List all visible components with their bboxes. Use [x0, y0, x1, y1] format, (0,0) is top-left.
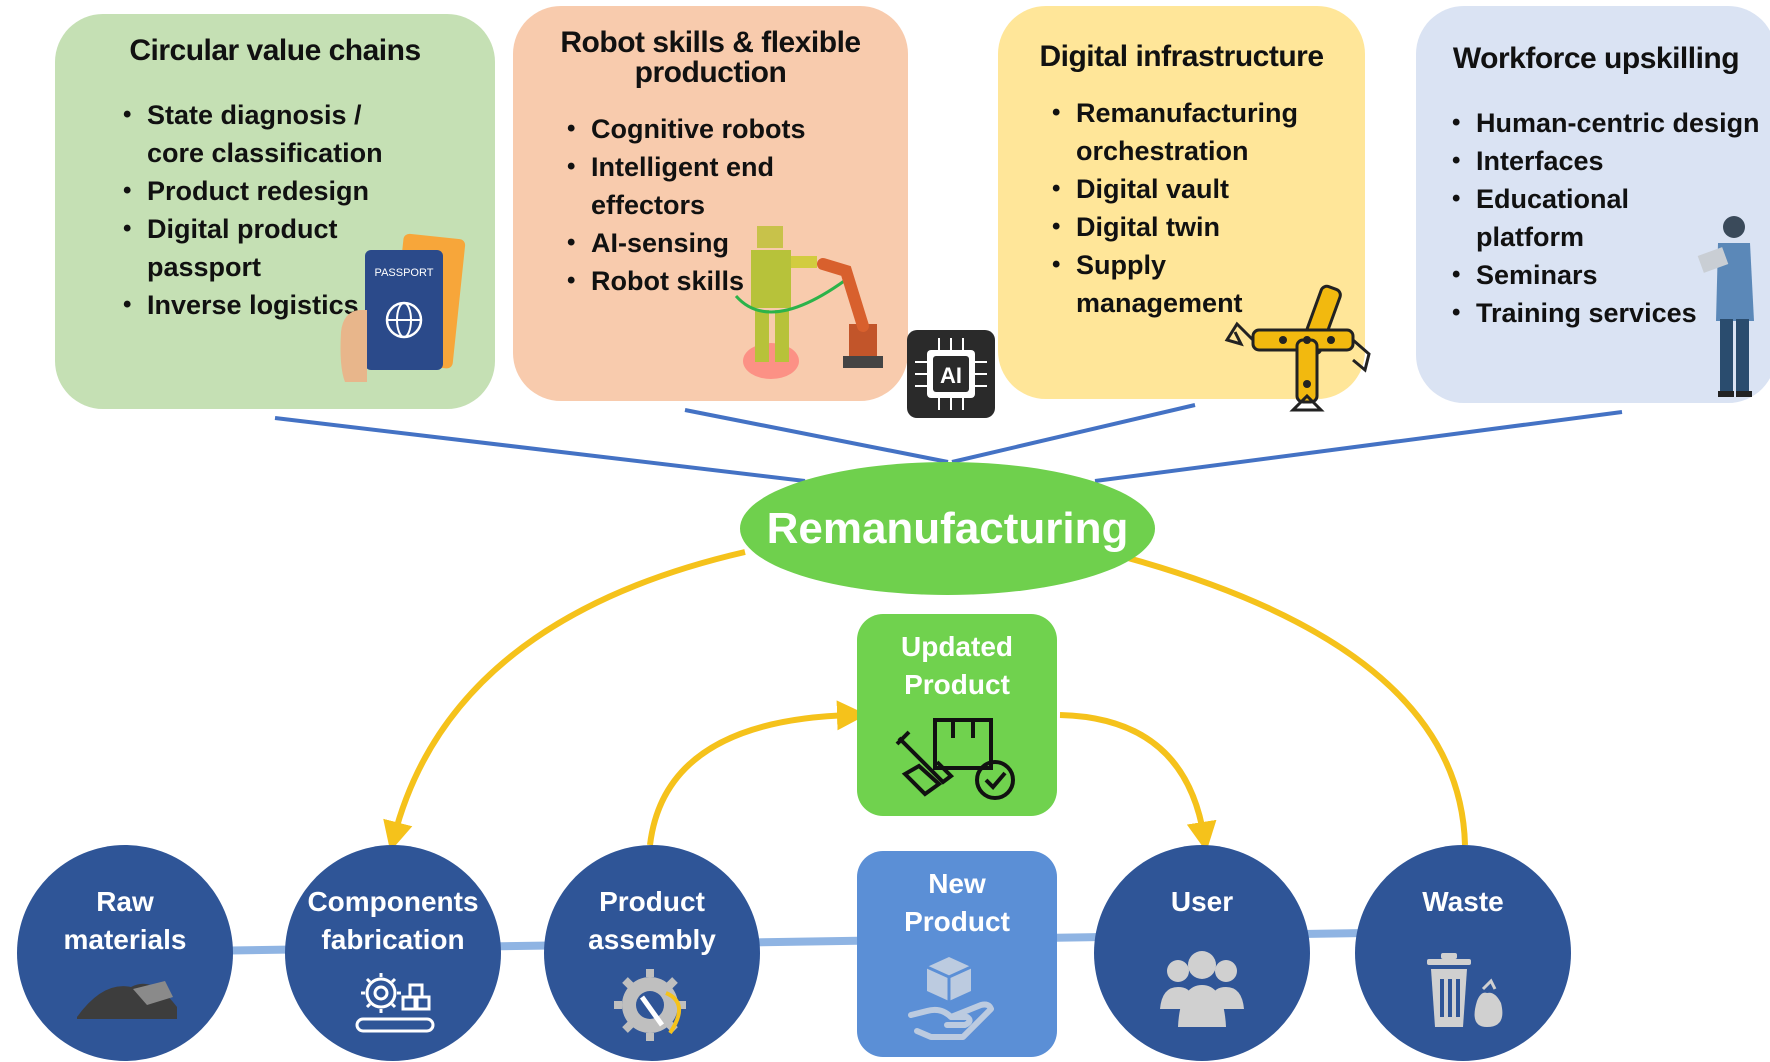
list-item-continuation: orchestration: [1076, 136, 1249, 166]
node-label-line1: Components: [307, 886, 479, 917]
connector-line-workforce: [1094, 410, 1623, 483]
card-list: Cognitive robots Intelligent end effecto…: [539, 110, 882, 300]
node-label-line1: Waste: [1422, 886, 1504, 917]
list-item: Training services: [1450, 294, 1750, 332]
node-label-line2: assembly: [588, 924, 716, 955]
connector-line-robot: [684, 408, 949, 464]
material-pile-icon: [73, 967, 183, 1037]
lifecycle-raw-materials: Raw materials: [17, 845, 233, 1061]
passport-label: PASSPORT: [375, 267, 434, 279]
remanufacturing-node: Remanufacturing: [740, 462, 1155, 595]
list-item: Digital vault: [1050, 170, 1339, 208]
updated-product-node: Updated Product: [857, 614, 1057, 816]
node-label-line1: User: [1170, 886, 1234, 917]
card-list: Remanufacturing orchestration Digital va…: [1024, 94, 1339, 322]
connector-line-circular: [274, 416, 806, 483]
node-label-line1: Product: [599, 886, 705, 917]
list-item: Inverse logistics: [121, 286, 469, 324]
hand-package-icon: [907, 951, 1007, 1053]
lifecycle-product-assembly: Product assembly: [544, 845, 760, 1061]
card-title-line2: production: [634, 56, 787, 89]
new-product-line2: Product: [904, 906, 1010, 937]
connector-line-digital: [951, 403, 1196, 464]
remanufacturing-label: Remanufacturing: [766, 503, 1129, 553]
gear-tools-icon: [610, 963, 694, 1057]
arrow-waste-to-reman: [1127, 555, 1468, 846]
lifecycle-components-fabrication: Components fabrication: [285, 845, 501, 1061]
card-title-line1: Robot skills & flexible: [560, 26, 861, 59]
node-label-line1: Raw: [96, 886, 154, 917]
card-circular-value-chains: Circular value chains State diagnosis / …: [55, 14, 495, 409]
card-workforce-upskilling: Workforce upskilling Human-centric desig…: [1416, 6, 1770, 403]
list-item: Digital twin: [1050, 208, 1339, 246]
list-item-continuation: effectors: [591, 190, 706, 220]
list-item: Robot skills: [565, 262, 882, 300]
list-item: Educational: [1450, 180, 1750, 218]
list-item: Intelligent end: [565, 148, 882, 186]
list-item-continuation: passport: [147, 252, 262, 282]
list-item-continuation: platform: [1476, 222, 1584, 252]
lifecycle-waste: Waste: [1355, 845, 1571, 1061]
person-tablet-icon: [1696, 211, 1766, 406]
list-item-continuation: core classification: [147, 138, 383, 168]
ai-chip-label: AI: [940, 363, 962, 388]
card-digital-infrastructure: Digital infrastructure Remanufacturing o…: [998, 6, 1371, 412]
list-item: Remanufacturing: [1050, 94, 1339, 132]
users-icon: [1158, 947, 1246, 1041]
node-label-line2: fabrication: [321, 924, 465, 955]
new-product-node: New Product: [857, 851, 1057, 1057]
updated-product-line1: Updated: [901, 631, 1013, 662]
list-item: Human-centric design: [1450, 104, 1760, 142]
gear-conveyor-icon: [353, 967, 437, 1047]
list-item: Interfaces: [1450, 142, 1750, 180]
arrow-updated-to-user: [1059, 712, 1217, 852]
card-title: Robot skills & flexible production: [539, 28, 882, 88]
list-item: AI-sensing: [565, 224, 882, 262]
card-list: State diagnosis / core classification Pr…: [81, 96, 469, 324]
list-item: Supply: [1050, 246, 1339, 284]
card-title: Workforce upskilling: [1452, 42, 1740, 75]
list-item: Digital product: [121, 210, 469, 248]
updated-product-line2: Product: [904, 669, 1010, 700]
card-title: Digital infrastructure: [1039, 40, 1324, 73]
list-item: Cognitive robots: [565, 110, 882, 148]
list-item: State diagnosis /: [121, 96, 469, 134]
passport-icon: PASSPORT: [337, 232, 467, 397]
card-list: Human-centric design Interfaces Educatio…: [1442, 104, 1760, 332]
list-item: Product redesign: [121, 172, 469, 210]
gripper-icon: [1223, 284, 1383, 429]
repair-package-icon: [891, 714, 1021, 816]
list-item-continuation: management: [1076, 288, 1243, 318]
list-item: Seminars: [1450, 256, 1750, 294]
lifecycle-user: User: [1094, 845, 1310, 1061]
card-title: Circular value chains: [129, 34, 421, 67]
trash-bag-icon: [1421, 951, 1507, 1041]
ai-chip-icon: AI: [905, 328, 997, 425]
node-label-line2: materials: [63, 924, 187, 955]
arrow-assembly-to-updated: [647, 700, 867, 846]
robot-arm-icon: [731, 216, 891, 396]
card-robot-skills: Robot skills & flexible production Cogni…: [513, 6, 908, 401]
arrow-reman-to-components: [383, 549, 746, 852]
new-product-line1: New: [928, 868, 986, 899]
